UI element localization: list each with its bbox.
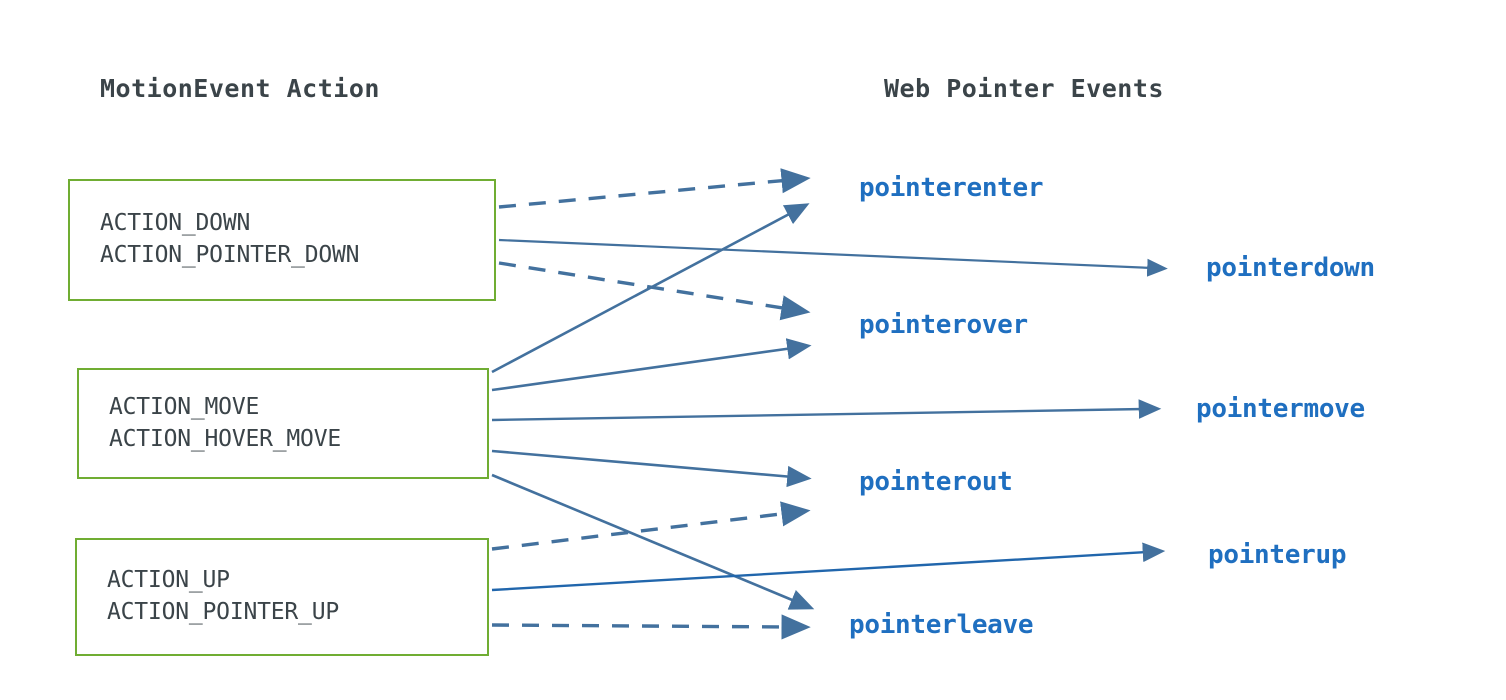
action-box-move[interactable]: ACTION_MOVE ACTION_HOVER_MOVE	[77, 368, 489, 479]
edge-down-to-pointerover	[498, 261, 811, 321]
edge-down-to-pointerdown	[498, 238, 1168, 277]
event-label-pointerleave[interactable]: pointerleave	[849, 610, 1034, 640]
action-box-down-line-1: ACTION_DOWN	[100, 210, 251, 237]
edge-move-to-pointerleave	[491, 473, 815, 610]
event-label-pointerout[interactable]: pointerout	[859, 467, 1013, 497]
event-label-pointerover[interactable]: pointerover	[859, 310, 1028, 340]
event-label-pointerup[interactable]: pointerup	[1208, 540, 1347, 570]
action-box-down-line-2: ACTION_POINTER_DOWN	[100, 242, 360, 268]
action-box-up-line-2: ACTION_POINTER_UP	[107, 599, 340, 625]
edge-move-to-pointermove	[491, 399, 1162, 422]
edge-move-to-pointerover	[491, 338, 812, 392]
action-box-move-line-1: ACTION_MOVE	[109, 393, 260, 420]
edge-up-to-pointerup	[491, 542, 1166, 592]
edge-up-to-pointerleave	[491, 614, 811, 640]
edge-up-to-pointerout	[491, 501, 811, 551]
action-box-up[interactable]: ACTION_UP ACTION_POINTER_UP	[75, 538, 489, 656]
action-box-move-line-2: ACTION_HOVER_MOVE	[109, 425, 342, 452]
event-label-pointerenter[interactable]: pointerenter	[859, 173, 1044, 203]
column-title-motionevent-action: MotionEvent Action	[100, 74, 380, 103]
event-label-pointermove[interactable]: pointermove	[1196, 394, 1365, 424]
column-title-web-pointer-events: Web Pointer Events	[884, 74, 1164, 103]
event-label-pointerdown[interactable]: pointerdown	[1206, 253, 1375, 283]
edge-down-to-pointerenter	[498, 168, 811, 209]
edge-move-to-pointerenter	[491, 203, 810, 374]
edge-move-to-pointerout	[491, 449, 812, 488]
action-box-up-line-1: ACTION_UP	[107, 567, 230, 594]
action-box-down[interactable]: ACTION_DOWN ACTION_POINTER_DOWN	[68, 179, 496, 301]
